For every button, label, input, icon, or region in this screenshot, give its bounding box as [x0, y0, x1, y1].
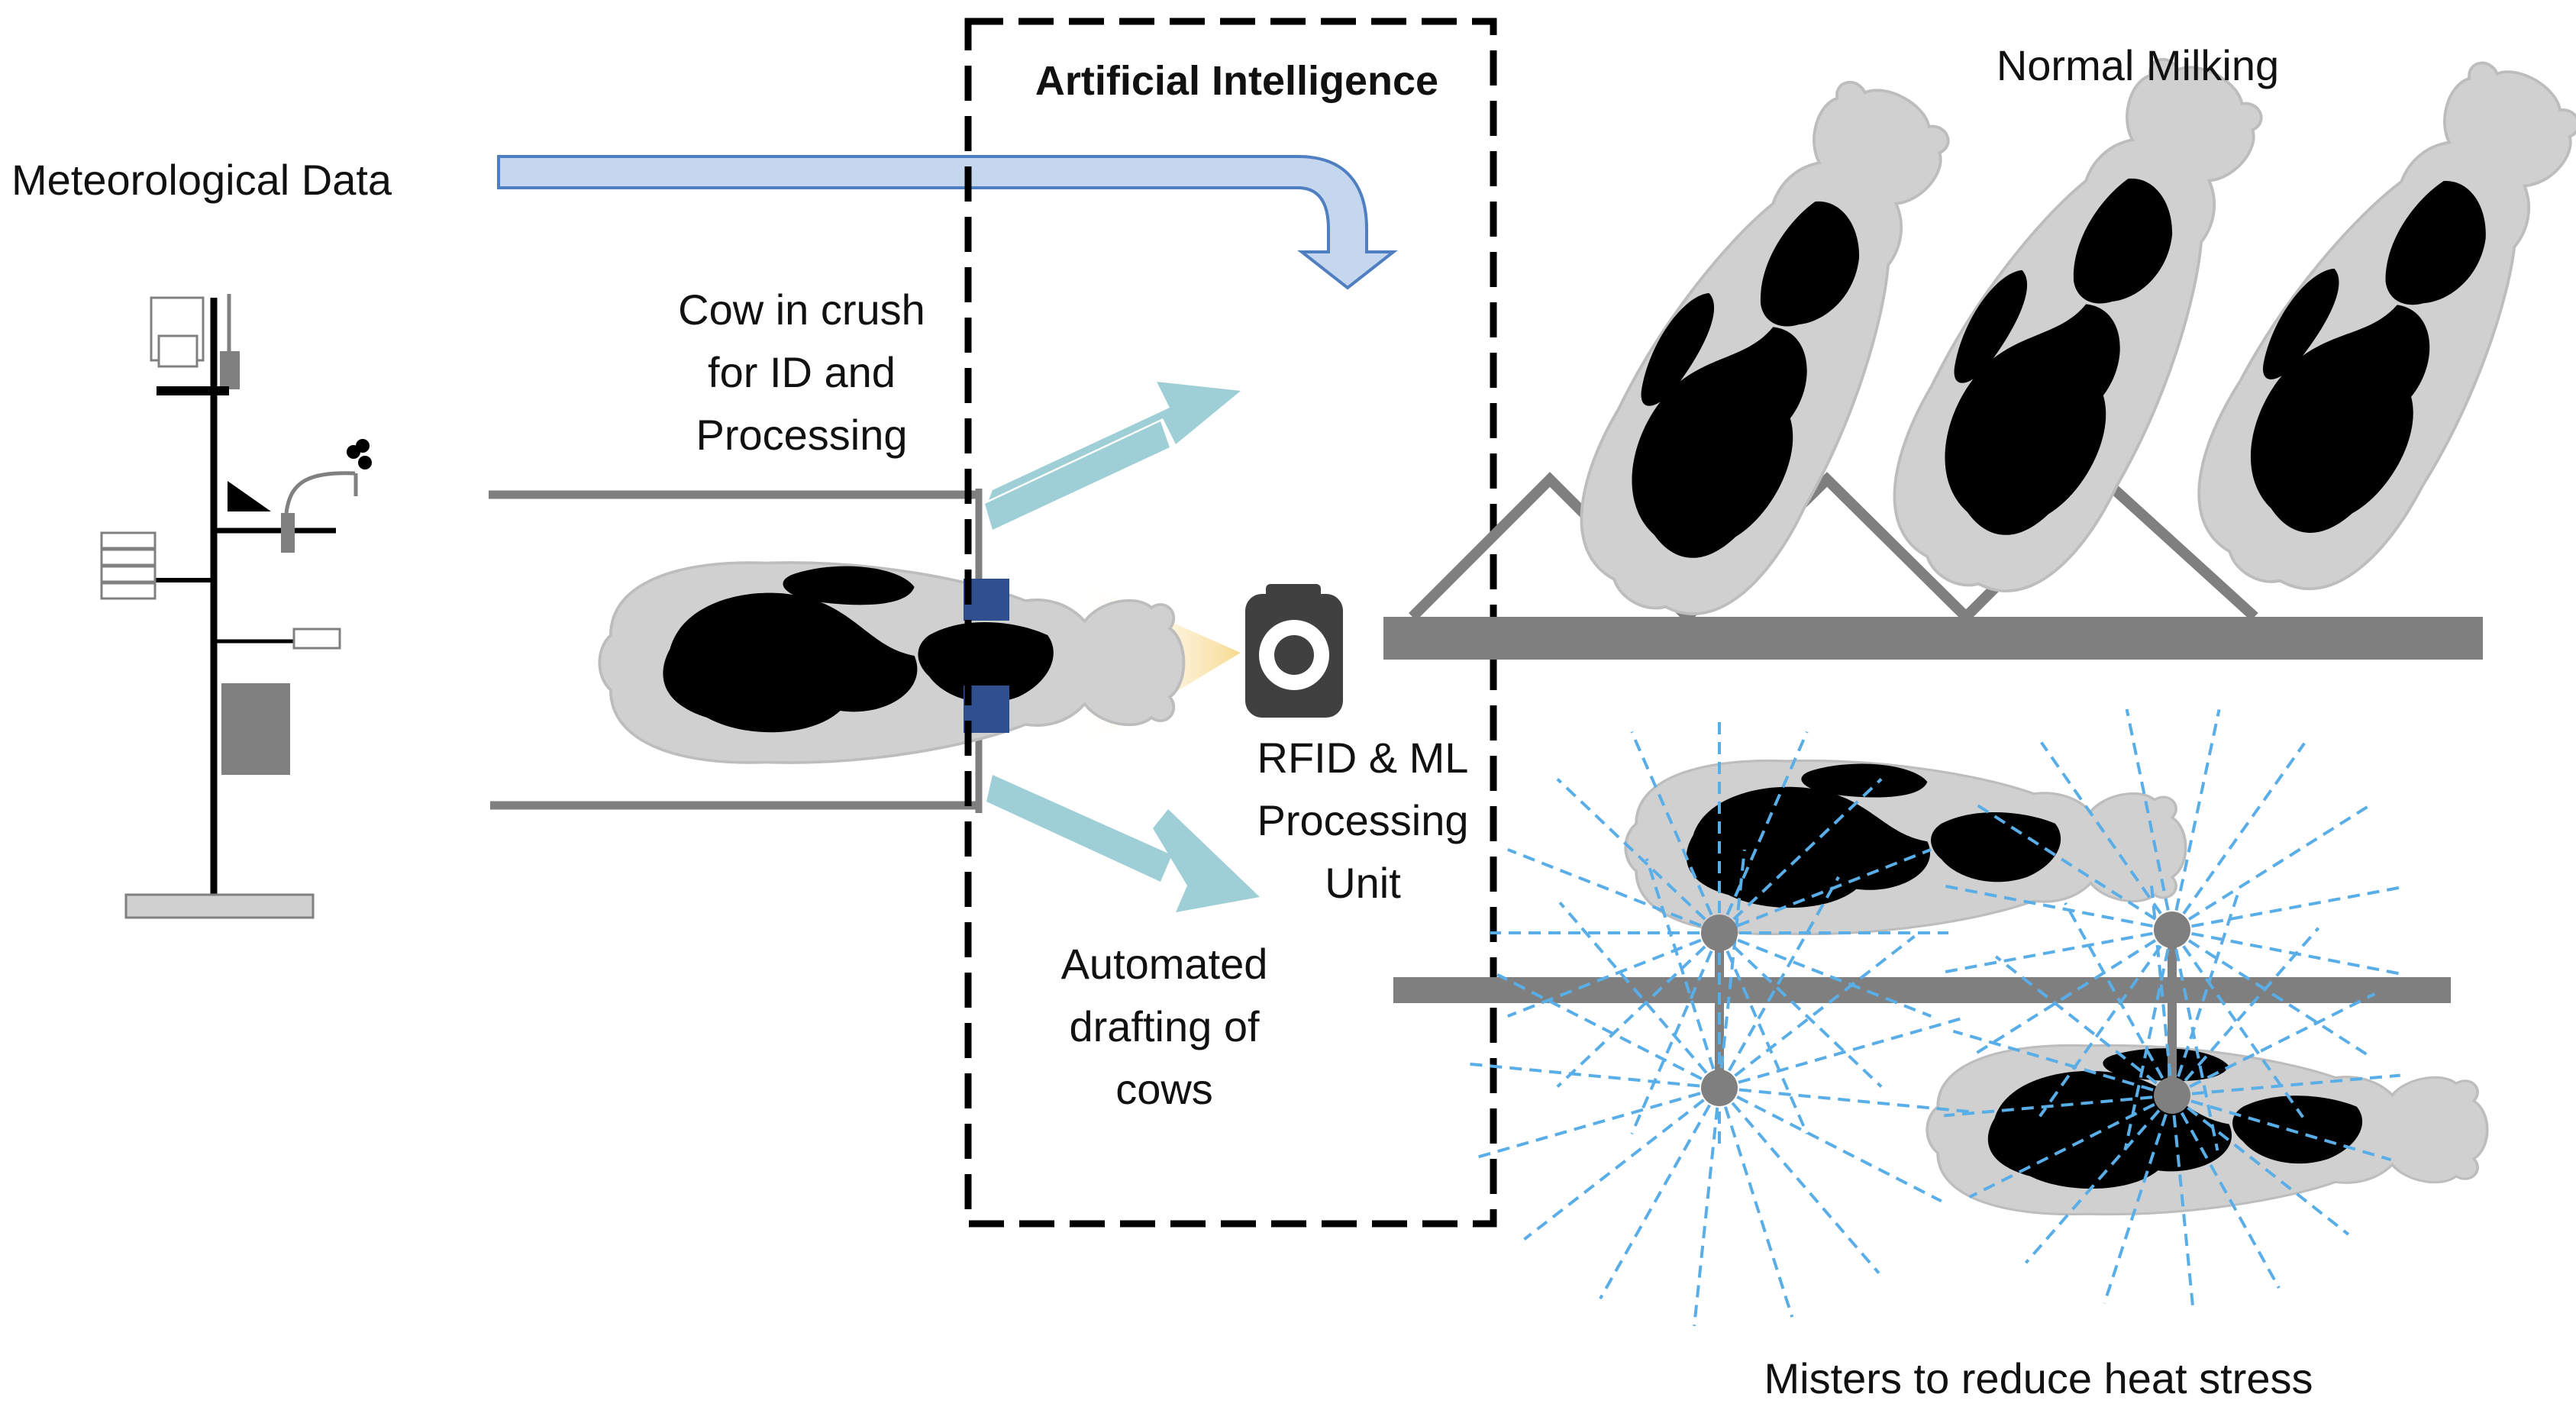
mister-spray-ray	[2171, 992, 2376, 1097]
mister-spray-ray	[2103, 1095, 2174, 1304]
mister-spray-ray	[1719, 1017, 1961, 1089]
mister-spray-ray	[1599, 1087, 1721, 1300]
flow-arrow-to-milking	[989, 382, 1241, 500]
rfid-ml-line-1: RFID & ML	[1257, 734, 1469, 782]
meteorological-data-label: Meteorological Data	[11, 156, 392, 204]
camera-icon	[1245, 584, 1343, 718]
mister-spray-ray	[2171, 708, 2221, 931]
mister-spray-ray	[2149, 879, 2174, 1096]
mister-spray-ray	[1507, 848, 1720, 934]
mister-spray-ray	[1718, 932, 1809, 1135]
mister-spray-ray	[2171, 1095, 2195, 1312]
mister-spray-ray	[1994, 955, 2174, 1097]
mister-spray-ray	[1496, 973, 1720, 1089]
automated-drafting-line-1: Automated	[1060, 940, 1268, 988]
rfid-ml-label: RFID & ML Processing Unit	[1222, 727, 1504, 915]
mister-spray-ray	[1719, 931, 1932, 1018]
mister-spray-ray	[1477, 1086, 1720, 1159]
mister-spray-ray	[2171, 1073, 2400, 1097]
mister-spray-ray	[1944, 1094, 2173, 1118]
automated-drafting-line-3: cows	[1115, 1065, 1213, 1113]
mister-spray-ray	[1718, 1086, 1880, 1275]
mister-spray-ray	[1693, 1087, 1721, 1327]
cow-in-crush-label: Cow in crush for ID and Processing	[634, 279, 970, 466]
mister-spray-ray	[2171, 1094, 2350, 1236]
cow-in-crush-line-3: Processing	[696, 411, 908, 459]
flow-arrow-to-milking-body	[985, 421, 1170, 530]
mister-spray-ray	[1468, 1062, 1720, 1089]
mister-spray-ray	[1718, 849, 1746, 1089]
mister-spray-ray	[1630, 731, 1721, 934]
mister-spray-ray	[1719, 1086, 1971, 1114]
cow-in-crush-line-2: for ID and	[708, 348, 896, 396]
normal-milking-label: Normal Milking	[1996, 41, 2280, 89]
rfid-ml-line-3: Unit	[1325, 859, 1401, 907]
mister-spray-ray	[1645, 858, 1721, 1089]
flow-arrow-to-drafting	[986, 775, 1172, 882]
ai-title: Artificial Intelligence	[1035, 58, 1439, 104]
flow-arrow-to-drafting-head	[1153, 809, 1260, 912]
mister-spray-ray	[1718, 731, 1809, 934]
mister-spray-ray	[1952, 1029, 2173, 1097]
mister-spray-ray	[1556, 778, 1721, 934]
weather-station-icon	[100, 294, 372, 919]
milking-platform	[1383, 472, 2483, 660]
automated-drafting-label: Automated drafting of cows	[1015, 933, 1313, 1121]
mister-spray-ray	[2171, 929, 2219, 1151]
rfid-ml-line-2: Processing	[1257, 796, 1469, 844]
mister-spray-ray	[2040, 741, 2174, 931]
mister-spray-ray	[1719, 1086, 1942, 1203]
mister-spray-ray	[1507, 931, 1720, 1018]
mister-spray-ray	[1556, 931, 1721, 1088]
meteorological-data-arrow	[497, 155, 1398, 290]
mister-spray-ray	[2171, 1094, 2392, 1162]
mister-spray-ray	[2171, 1095, 2281, 1289]
mister-spray-ray	[2171, 887, 2242, 1096]
mister-rail	[1393, 930, 2451, 1095]
cow-in-crush-line-1: Cow in crush	[678, 286, 925, 334]
mister-spray-ray	[1719, 848, 1932, 934]
mister-spray-ray	[1718, 778, 1883, 934]
automated-drafting-line-2: drafting of	[1069, 1002, 1260, 1050]
mister-spray-ray	[1718, 935, 1916, 1089]
mister-spray-ray	[2125, 708, 2174, 931]
mister-spray-ray	[2064, 902, 2174, 1096]
mister-spray-ray	[1718, 931, 1883, 1088]
mister-nozzle-icon	[1701, 911, 2190, 1114]
mister-spray-ray	[2171, 742, 2306, 931]
mister-spray-ray	[2171, 927, 2320, 1097]
mister-spray-ray	[1630, 932, 1721, 1135]
mister-spray-ray	[1968, 1094, 2173, 1199]
mister-spray	[1468, 708, 2405, 1327]
mister-spray-ray	[2024, 1094, 2174, 1264]
mister-cow-bottom	[1926, 1044, 2489, 1216]
misters-label: Misters to reduce heat stress	[1764, 1354, 2313, 1402]
mister-spray-ray	[1718, 876, 1840, 1089]
mister-spray-ray	[1523, 1086, 1721, 1241]
mister-spray-ray	[1558, 901, 1721, 1089]
mister-spray-ray	[2039, 928, 2174, 1118]
mister-spray-ray	[1718, 1087, 1794, 1318]
